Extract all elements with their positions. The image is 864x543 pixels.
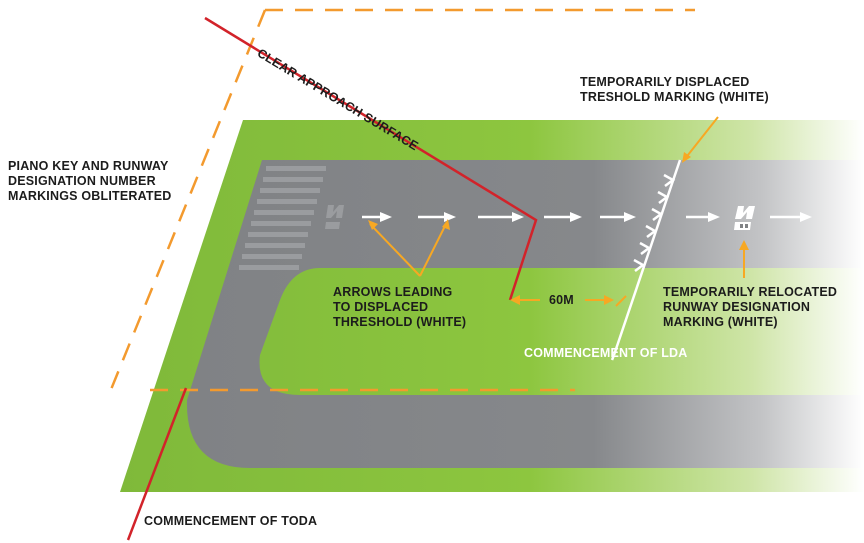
distance-dimension bbox=[510, 295, 614, 305]
distance-label: 60M bbox=[549, 293, 574, 307]
commencement-toda-label: COMMENCEMENT OF TODA bbox=[144, 514, 318, 528]
temp-relocated-line-1: TEMPORARILY RELOCATED bbox=[663, 285, 838, 299]
piano-key-line-2: DESIGNATION NUMBER bbox=[8, 174, 156, 188]
arrows-leading-line-1: ARROWS LEADING bbox=[333, 285, 453, 299]
piano-key-line-1: PIANO KEY AND RUNWAY bbox=[8, 159, 169, 173]
relocated-designation-number bbox=[734, 206, 755, 230]
displaced-threshold-marking bbox=[612, 159, 682, 356]
leading-arrows bbox=[362, 212, 812, 222]
piano-key-line-3: MARKINGS OBLITERATED bbox=[8, 189, 172, 203]
arrows-leading-label: ARROWS LEADING TO DISPLACED THRESHOLD (W… bbox=[333, 285, 466, 330]
temp-relocated-line-3: MARKING (WHITE) bbox=[663, 315, 778, 329]
temp-relocated-label: TEMPORARILY RELOCATED RUNWAY DESIGNATION… bbox=[663, 285, 837, 330]
callout-lines bbox=[368, 116, 749, 307]
commencement-lda-label: COMMENCEMENT OF LDA bbox=[524, 346, 688, 360]
piano-key-stripes bbox=[239, 166, 326, 270]
runway-surface bbox=[186, 160, 864, 468]
toda-line bbox=[126, 387, 188, 541]
temp-displaced-line-2: TRESHOLD MARKING (WHITE) bbox=[580, 90, 769, 104]
piano-key-label: PIANO KEY AND RUNWAY DESIGNATION NUMBER … bbox=[8, 159, 172, 204]
temp-displaced-label: TEMPORARILY DISPLACED TRESHOLD MARKING (… bbox=[580, 75, 769, 105]
obliterated-designation-number bbox=[325, 205, 344, 229]
lda-line bbox=[610, 354, 616, 361]
arrows-leading-line-3: THRESHOLD (WHITE) bbox=[333, 315, 467, 329]
temp-displaced-line-1: TEMPORARILY DISPLACED bbox=[580, 75, 750, 89]
temp-relocated-line-2: RUNWAY DESIGNATION bbox=[663, 300, 811, 314]
arrows-leading-line-2: TO DISPLACED bbox=[333, 300, 429, 314]
clear-approach-line bbox=[204, 16, 538, 301]
clearway-boundary bbox=[108, 8, 695, 393]
